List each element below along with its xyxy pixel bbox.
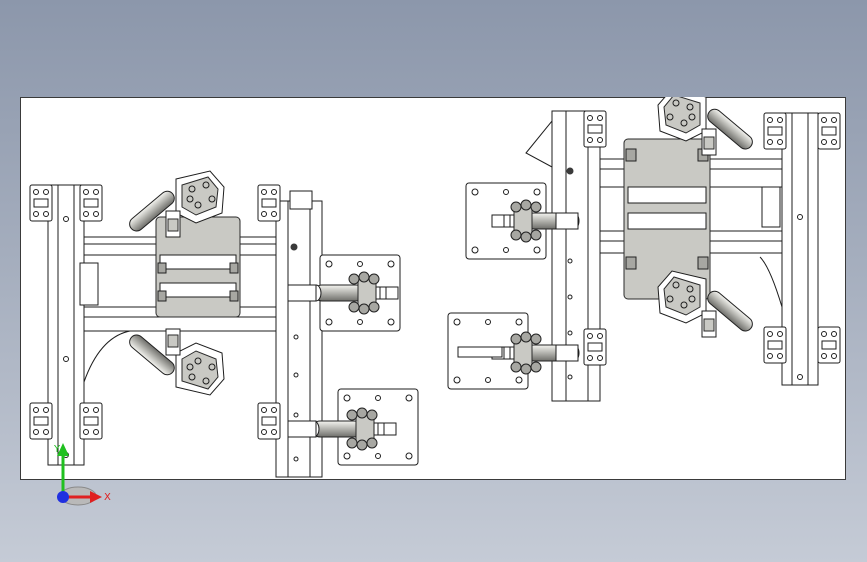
- right-fixture[interactable]: [447, 97, 841, 402]
- fixture-assembly-drawing[interactable]: [20, 97, 846, 480]
- x-axis-label: X: [104, 492, 111, 503]
- left-fixture[interactable]: [29, 170, 419, 478]
- coordinate-triad-icon: Y X: [53, 443, 111, 506]
- y-axis-label: Y: [53, 444, 61, 455]
